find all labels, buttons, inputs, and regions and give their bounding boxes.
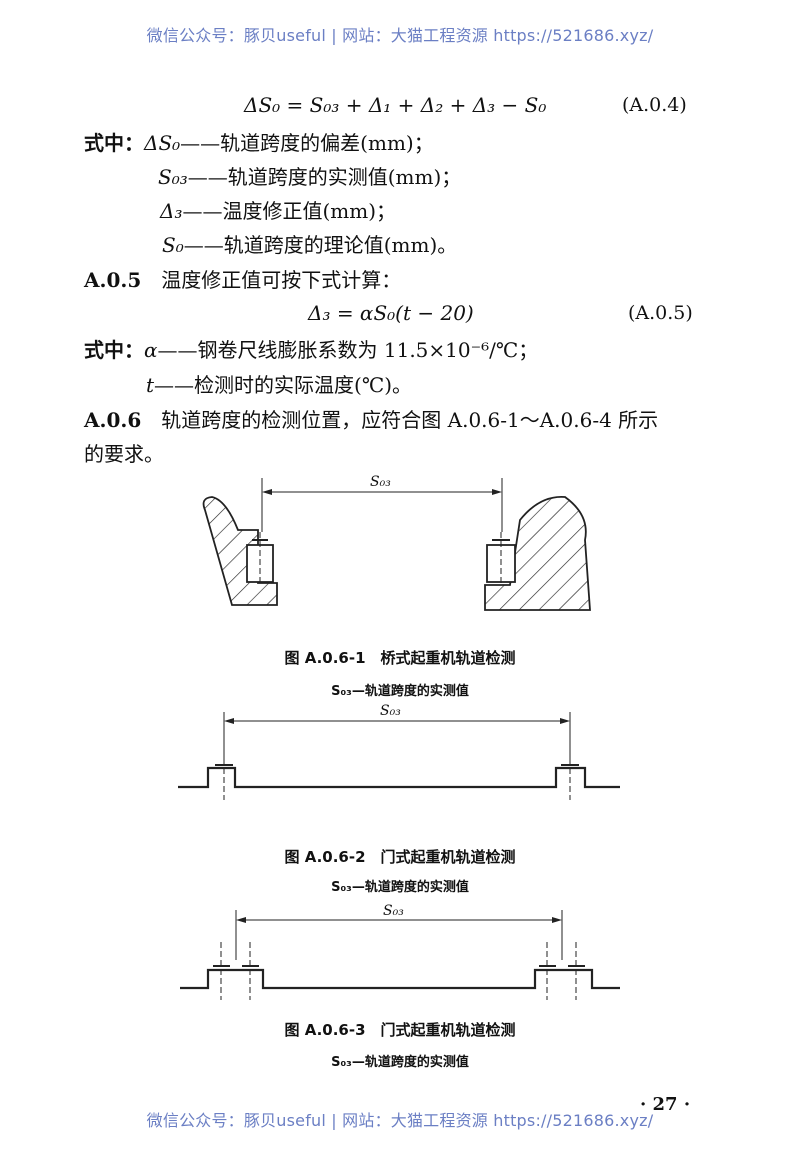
- watermark-bottom: 微信公众号：豚贝useful | 网站：大猫工程资源 https://52168…: [146, 1111, 654, 1130]
- clause-a06: A.0.6 轨道跨度的检测位置，应符合图 A.0.6-1～A.0.6-4 所示: [84, 408, 658, 432]
- definition-row: S₀——轨道跨度的理论值(mm)。: [162, 233, 457, 257]
- figure-a063-drawing: [180, 910, 620, 1000]
- figure-a062-drawing: [178, 712, 620, 800]
- equation-a04: ΔS₀ = S₀₃ + Δ₁ + Δ₂ + Δ₃ − S₀: [244, 93, 547, 117]
- definition-symbol: α: [144, 338, 158, 362]
- clause-a06-continuation: 的要求。: [84, 442, 164, 466]
- watermark-top: 微信公众号：豚贝useful | 网站：大猫工程资源 https://52168…: [146, 26, 654, 45]
- definition-symbol: t: [146, 373, 155, 397]
- definition-symbol: Δ₃: [160, 199, 183, 223]
- equation-a05: Δ₃ = αS₀(t − 20): [308, 301, 474, 325]
- definition-symbol: S₀₃: [158, 165, 188, 189]
- figure-a063-caption: 图 A.0.6-3 门式起重机轨道检测: [284, 1021, 516, 1039]
- clause-a05: A.0.5 温度修正值可按下式计算：: [84, 268, 401, 292]
- equation-number-a05: (A.0.5): [628, 302, 693, 324]
- definition-text: ——检测时的实际温度(℃)。: [154, 373, 413, 397]
- clause-number: A.0.5: [84, 268, 142, 292]
- definition-text: ——轨道跨度的理论值(mm)。: [183, 233, 458, 257]
- definition-row: t——检测时的实际温度(℃)。: [146, 373, 412, 397]
- figure-a061-drawing: [202, 478, 591, 611]
- definitions-intro: 式中：: [84, 338, 144, 362]
- definition-text: ——钢卷尺线膨胀系数为 11.5×10⁻⁶/℃；: [157, 338, 539, 362]
- clause-text: 温度修正值可按下式计算：: [161, 268, 402, 292]
- definition-symbol: ΔS₀: [144, 131, 181, 155]
- definitions-intro: 式中：: [84, 131, 144, 155]
- clause-number: A.0.6: [84, 408, 142, 432]
- figure-a063-dimension-label: S₀₃: [383, 903, 404, 919]
- definition-row: α——钢卷尺线膨胀系数为 11.5×10⁻⁶/℃；: [144, 338, 538, 362]
- definition-row: ΔS₀——轨道跨度的偏差(mm)；: [144, 131, 434, 155]
- definition-text: ——轨道跨度的实测值(mm)；: [187, 165, 462, 189]
- definition-symbol: S₀: [162, 233, 184, 257]
- definition-row: S₀₃——轨道跨度的实测值(mm)；: [158, 165, 461, 189]
- equation-number-a04: (A.0.4): [622, 94, 687, 116]
- figure-a062-subcaption: S₀₃—轨道跨度的实测值: [331, 880, 469, 895]
- figure-a062-caption: 图 A.0.6-2 门式起重机轨道检测: [284, 848, 516, 866]
- definition-row: Δ₃——温度修正值(mm)；: [160, 199, 396, 223]
- definition-text: ——温度修正值(mm)；: [182, 199, 397, 223]
- figure-a063-subcaption: S₀₃—轨道跨度的实测值: [331, 1055, 469, 1070]
- figure-a061-dimension-label: S₀₃: [370, 474, 391, 490]
- figure-a061-subcaption: S₀₃—轨道跨度的实测值: [331, 684, 469, 699]
- figure-a062-dimension-label: S₀₃: [380, 703, 401, 719]
- figure-a061-caption: 图 A.0.6-1 桥式起重机轨道检测: [284, 649, 516, 667]
- clause-text: 轨道跨度的检测位置，应符合图 A.0.6-1～A.0.6-4 所示: [161, 408, 659, 432]
- page-number: · 27 ·: [640, 1094, 691, 1115]
- definition-text: ——轨道跨度的偏差(mm)；: [180, 131, 434, 155]
